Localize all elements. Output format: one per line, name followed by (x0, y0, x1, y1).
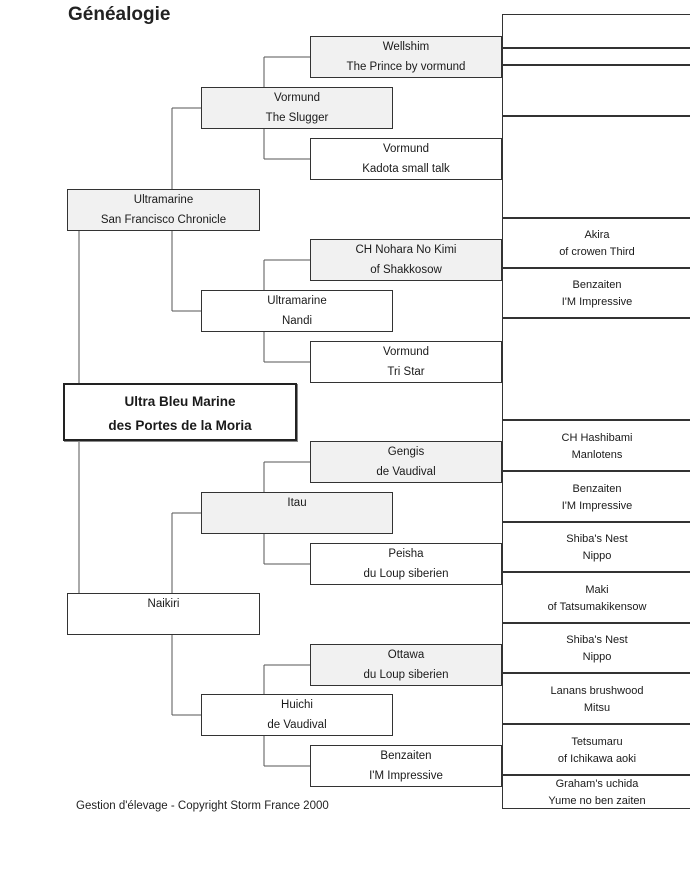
dog-name: Naikiri (147, 598, 180, 610)
dam-sire-box: Itau (201, 492, 393, 534)
dog-kennel: of Shakkosow (370, 264, 442, 276)
ds-sire-box: Gengis de Vaudival (310, 441, 502, 483)
gen4-box-14: Tetsumaru of Ichikawa aoki (502, 724, 690, 775)
gen4-box-2 (502, 48, 690, 65)
gen4-box-5: Akira of crowen Third (502, 218, 690, 268)
page-title: Généalogie (68, 4, 171, 25)
dog-kennel: I'M Impressive (561, 500, 633, 512)
gen4-box-7 (502, 318, 690, 420)
dog-kennel: des Portes de la Moria (108, 418, 252, 433)
dog-kennel: du Loup siberien (363, 669, 449, 681)
dog-kennel: The Slugger (265, 112, 329, 124)
dog-kennel: The Prince by vormund (346, 61, 466, 73)
dog-name: Peisha (388, 548, 424, 560)
sd-sire-box: CH Nohara No Kimi of Shakkosow (310, 239, 502, 281)
dog-name: Ottawa (387, 649, 425, 661)
dam-box: Naikiri (67, 593, 260, 635)
gen4-box-1 (502, 14, 690, 48)
dog-kennel: San Francisco Chronicle (100, 214, 227, 226)
dog-kennel: of Tatsumakikensow (547, 601, 647, 613)
dog-kennel: Manlotens (571, 449, 623, 461)
dog-kennel: of crowen Third (559, 246, 635, 258)
dog-name: Huichi (281, 699, 313, 711)
dog-kennel: Mitsu (583, 702, 611, 714)
dog-kennel: Yume no ben zaiten (548, 795, 646, 807)
dog-name: Ultra Bleu Marine (124, 394, 236, 409)
dog-kennel: Nandi (281, 315, 313, 327)
dog-name: Maki (585, 584, 609, 596)
dog-name: Gengis (387, 446, 425, 458)
dog-name: CH Nohara No Kimi (355, 244, 457, 256)
copyright-footer: Gestion d'élevage - Copyright Storm Fran… (76, 800, 329, 812)
ds-dam-box: Peisha du Loup siberien (310, 543, 502, 585)
dog-name: Ultramarine (267, 295, 327, 307)
subject-box: Ultra Bleu Marine des Portes de la Moria (63, 383, 297, 441)
dog-kennel: du Loup siberien (363, 568, 449, 580)
dog-kennel: Kadota small talk (362, 163, 450, 175)
gen4-box-3 (502, 65, 690, 116)
dog-name: Shiba's Nest (566, 634, 628, 646)
dog-name: Benzaiten (572, 279, 622, 291)
dog-kennel: Nippo (582, 651, 612, 663)
dog-name: Tetsumaru (571, 736, 623, 748)
dog-name: Vormund (382, 143, 430, 155)
dog-name: Ultramarine (133, 194, 194, 206)
dog-kennel: de Vaudival (376, 466, 436, 478)
dog-kennel: de Vaudival (267, 719, 327, 731)
dog-kennel: I'M Impressive (561, 296, 633, 308)
dog-name: Benzaiten (380, 750, 432, 762)
dog-name: Akira (584, 229, 610, 241)
dog-name: Wellshim (382, 41, 430, 53)
dog-kennel: Tri Star (387, 366, 425, 378)
gen4-box-4 (502, 116, 690, 218)
dam-dam-box: Huichi de Vaudival (201, 694, 393, 736)
dog-kennel: Nippo (582, 550, 612, 562)
dog-name: Lanans brushwood (550, 685, 644, 697)
gen4-box-11: Maki of Tatsumakikensow (502, 572, 690, 623)
dog-kennel: I'M Impressive (369, 770, 443, 782)
dog-name: Shiba's Nest (566, 533, 628, 545)
dog-name: Vormund (273, 92, 321, 104)
dog-kennel: of Ichikawa aoki (557, 753, 637, 765)
dog-name: Itau (287, 497, 307, 509)
dd-sire-box: Ottawa du Loup siberien (310, 644, 502, 686)
dog-name: CH Hashibami (561, 432, 633, 444)
dog-name: Vormund (382, 346, 430, 358)
dog-name: Benzaiten (572, 483, 622, 495)
dog-name: Graham's uchida (555, 778, 639, 790)
